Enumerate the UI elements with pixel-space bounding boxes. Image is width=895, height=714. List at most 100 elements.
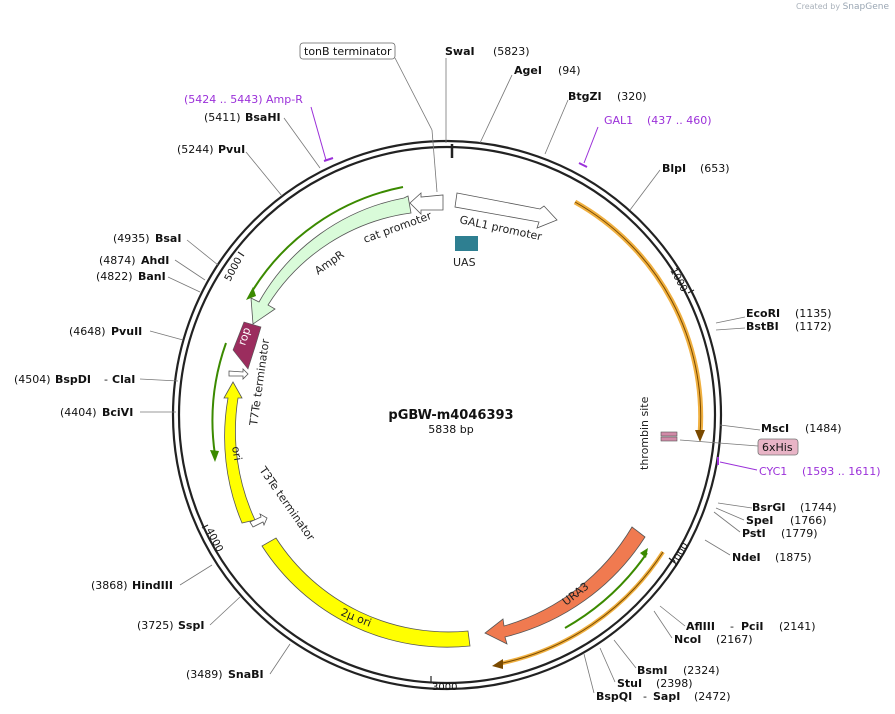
restriction-site-labels: SwaI (5823) AgeI (94) BtgZI (320) BlpI (… [14, 45, 842, 703]
site-afliii-sep: - [730, 620, 734, 633]
site-bani-pos: (4822) [96, 270, 133, 283]
site-stui-name: StuI [617, 677, 642, 690]
site-bsai-pos: (4935) [113, 232, 150, 245]
site-bcivi-pos: (4404) [60, 406, 97, 419]
t3te-terminator-label: T3Te terminator [256, 463, 318, 543]
site-ecori-name: EcoRI [746, 307, 780, 320]
created-by-credit: Created by SnapGene [796, 2, 889, 12]
t3te-terminator-arrow [249, 513, 268, 528]
tonb-terminator-label: tonB terminator [304, 45, 392, 58]
two-micron-ori-arrow [261, 537, 471, 648]
site-msci-pos: (1484) [805, 422, 842, 435]
site-ahdi-pos: (4874) [99, 254, 136, 267]
site-swai-name: SwaI [445, 45, 475, 58]
cat-promoter-arrow [409, 192, 444, 215]
site-agei-name: AgeI [514, 64, 542, 77]
site-ncoi-name: NcoI [674, 633, 701, 646]
site-bsrgi-pos: (1744) [800, 501, 837, 514]
uas-box [455, 236, 478, 251]
ampr-orf-track-arrow [246, 287, 256, 300]
site-blpi-name: BlpI [662, 162, 686, 175]
his-tag-box [757, 438, 799, 456]
rop-orf-track-arrow [210, 450, 219, 462]
site-sapi-name: SapI [653, 690, 680, 703]
ura3-orf-track [564, 552, 648, 629]
site-stui-pos: (2398) [656, 677, 693, 690]
ura3-orf-track-arrow [640, 548, 648, 558]
rop-label: rop [235, 326, 253, 347]
site-bstbi-pos: (1172) [795, 320, 832, 333]
site-bspqi-sep: - [643, 690, 647, 703]
tick-3000: 3000 [432, 682, 457, 693]
primer-gal1-name: GAL1 [604, 114, 633, 127]
site-ncoi-pos: (2167) [716, 633, 753, 646]
site-bsahi-name: BsaHI [245, 111, 281, 124]
rop-orf-track [211, 342, 227, 456]
site-bspqi-name: BspQI [596, 690, 632, 703]
site-ahdi-name: AhdI [141, 254, 169, 267]
ura3-orf-track-2-line [497, 551, 664, 665]
site-hindiii-name: HindIII [132, 579, 173, 592]
site-blpi-pos: (653) [700, 162, 730, 175]
site-leaders [139, 58, 761, 694]
site-snabi-pos: (3489) [186, 668, 223, 681]
site-bsai-name: BsaI [155, 232, 181, 245]
site-btgzi-name: BtgZI [568, 90, 602, 103]
site-pvui-pos: (5244) [177, 143, 214, 156]
site-sspi-pos: (3725) [137, 619, 174, 632]
ampr-orf-track [250, 186, 404, 294]
t7te-terminator-arrow [228, 368, 249, 380]
site-bsmi-pos: (2324) [683, 664, 720, 677]
primer-cyc1-name: CYC1 [759, 465, 787, 478]
site-ecori-pos: (1135) [795, 307, 832, 320]
ampr-label: AmpR [312, 248, 347, 278]
primer-gal1-range: (437 .. 460) [647, 114, 712, 127]
site-bsmi-name: BsmI [637, 664, 668, 677]
site-afliii-pos: (2141) [779, 620, 816, 633]
primer-amp-r-range: (5424 .. 5443) [184, 93, 263, 106]
site-clai-name: ClaI [112, 373, 135, 386]
snapgene-logo: SnapGene [842, 2, 889, 12]
gal-orf-track-line [574, 201, 702, 436]
site-psti-name: PstI [742, 527, 766, 540]
ura3-orf-track-2-arrow [492, 659, 503, 669]
thrombin-site-marker [660, 431, 678, 442]
site-bspdi-name: BspDI [55, 373, 91, 386]
site-bstbi-name: BstBI [746, 320, 779, 333]
site-ndei-pos: (1875) [775, 551, 812, 564]
plasmid-size: 5838 bp [428, 423, 473, 436]
rop-arrow [232, 321, 262, 370]
gal1-promoter-arrow [454, 192, 558, 229]
uas-label: UAS [453, 256, 476, 269]
ampr-arrow [250, 195, 412, 325]
site-bspdi-sep: - [104, 373, 108, 386]
site-ndei-name: NdeI [732, 551, 761, 564]
site-snabi-name: SnaBI [228, 668, 264, 681]
tick-2000: 2000 [669, 541, 691, 569]
ura3-arrow [484, 526, 646, 645]
his-tag-label: 6xHis [762, 441, 793, 454]
primer-cyc1-range: (1593 .. 1611) [802, 465, 881, 478]
site-btgzi-pos: (320) [617, 90, 647, 103]
site-bspdi-pos: (4504) [14, 373, 51, 386]
site-pcii-name: PciI [741, 620, 763, 633]
site-afliii-name: AflIII [686, 620, 715, 633]
ori-label: ori [229, 445, 244, 461]
site-sspi-name: SspI [178, 619, 204, 632]
site-swai-pos: (5823) [493, 45, 530, 58]
plasmid-name: pGBW-m4046393 [388, 408, 513, 423]
site-agei-pos: (94) [558, 64, 581, 77]
site-bcivi-name: BciVI [102, 406, 133, 419]
gal-orf-track-arrow [695, 430, 705, 442]
site-bsahi-pos: (5411) [204, 111, 241, 124]
tonb-terminator-box [299, 42, 396, 60]
site-pvuii-name: PvuII [111, 325, 142, 338]
site-pvuii-pos: (4648) [69, 325, 106, 338]
site-hindiii-pos: (3868) [91, 579, 128, 592]
site-pvui-name: PvuI [218, 143, 245, 156]
site-bspqi-pos: (2472) [694, 690, 731, 703]
thrombin-site-label: thrombin site [638, 396, 651, 470]
site-bsrgi-name: BsrGI [752, 501, 785, 514]
site-bani-name: BanI [138, 270, 166, 283]
